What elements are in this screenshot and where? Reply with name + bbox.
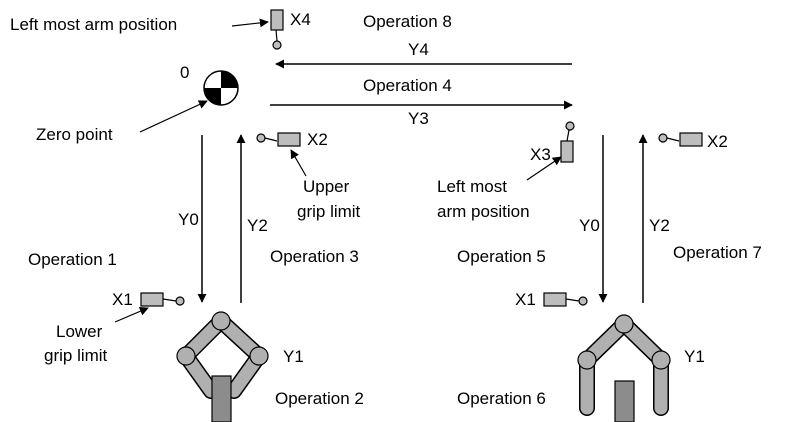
x2-limit-switch-icon-right [658, 132, 703, 147]
y0-label-right: Y0 [579, 216, 600, 235]
lower-grip-limit-label: grip limit [44, 346, 108, 365]
x1-limit-switch-icon-right [543, 292, 588, 307]
x4-label: X4 [290, 10, 311, 29]
workpiece-left [211, 375, 232, 422]
lower-label: Lower [56, 322, 103, 341]
workpiece-right [614, 380, 635, 422]
operation-3-label: Operation 3 [270, 247, 359, 266]
lower-grip-pointer [114, 307, 149, 323]
upper-grip-limit-label: grip limit [297, 202, 361, 221]
x3-limit-switch-icon [560, 121, 575, 163]
operation-1-label: Operation 1 [28, 250, 117, 269]
x2-limit-switch-icon-left [256, 132, 301, 147]
operation-5-label: Operation 5 [457, 247, 546, 266]
operation-4-label: Operation 4 [363, 76, 452, 95]
y0-label-left: Y0 [178, 210, 199, 229]
x1-limit-switch-icon-left [140, 292, 185, 307]
y2-label-right: Y2 [649, 216, 670, 235]
x2-label-right: X2 [707, 132, 728, 151]
x2-label-left: X2 [307, 130, 328, 149]
operation-8-label: Operation 8 [363, 12, 452, 31]
x1-label-left: X1 [112, 290, 133, 309]
x4-pointer [231, 18, 269, 28]
gripper-closed-icon [176, 311, 269, 422]
upper-label: Upper [303, 177, 350, 196]
x4-limit-switch-icon [270, 9, 284, 50]
x3-label: X3 [530, 145, 551, 164]
y1-label-left: Y1 [283, 347, 304, 366]
zero-point-icon [203, 70, 239, 106]
arm-position-label: arm position [437, 202, 530, 221]
operation-6-label: Operation 6 [457, 389, 546, 408]
y4-label: Y4 [408, 40, 429, 59]
y3-label: Y3 [408, 109, 429, 128]
x3-pointer [526, 156, 562, 181]
zero-point-pointer [139, 100, 208, 133]
upper-grip-pointer [290, 149, 307, 177]
gripper-open-icon [577, 314, 671, 422]
x1-label-right: X1 [515, 290, 536, 309]
left-most-arm-position-label: Left most arm position [10, 15, 177, 34]
operation-2-label: Operation 2 [275, 389, 364, 408]
y1-label-right: Y1 [684, 347, 705, 366]
zero-number: 0 [180, 63, 189, 82]
operation-7-label: Operation 7 [673, 243, 762, 262]
zero-point-label: Zero point [36, 125, 113, 144]
left-most-label: Left most [437, 177, 507, 196]
y2-label-left: Y2 [247, 216, 268, 235]
